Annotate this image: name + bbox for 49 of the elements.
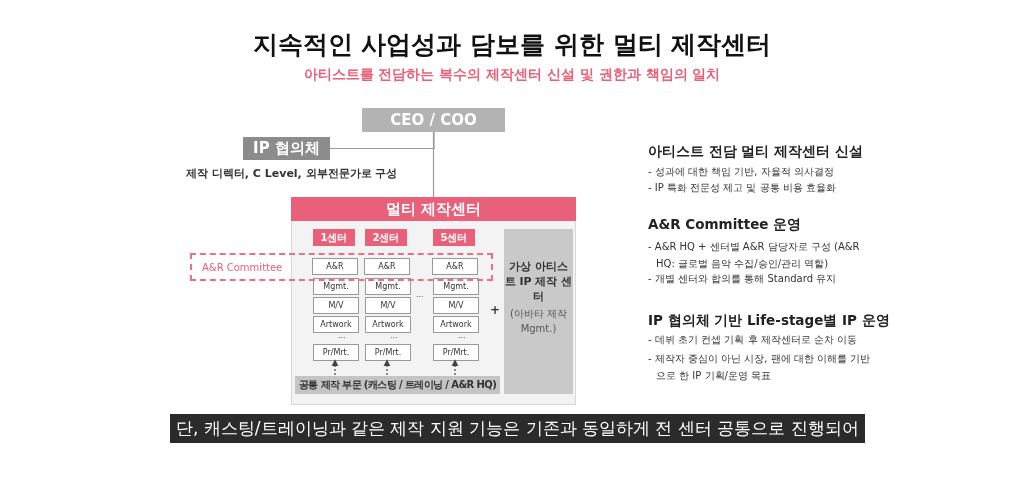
center-header-box: 1센터	[313, 229, 355, 246]
section-heading: IP 협의체 기반 Life-stage별 IP 운영	[648, 312, 890, 330]
bullet-text: - 제작자 중심이 아닌 시장, 팬에 대한 이해를 기반으로 한 IP 기획/운영 목표	[648, 352, 872, 383]
plus-sign: +	[490, 303, 501, 317]
dashed-arrow	[331, 359, 339, 376]
function-box: M/V	[313, 297, 359, 314]
center-header-box: 5센터	[433, 229, 475, 246]
bullet-text: - 개별 센터와 합의를 통해 Standard 유지	[648, 272, 837, 286]
bullet-text: - IP 특화 전문성 제고 및 공통 비용 효율화	[648, 181, 837, 195]
panel-header: 멀티 제작센터	[291, 197, 576, 221]
ellipsis-mark: ...	[338, 331, 346, 340]
title-text: 지속적인 사업성과 담보를 위한 멀티 제작센터	[251, 29, 773, 61]
ellipsis-mark: ...	[458, 331, 466, 340]
function-box: Artwork	[365, 316, 411, 333]
function-box: Pr/Mrt.	[313, 344, 359, 361]
function-box: Artwork	[433, 316, 479, 333]
function-box: A&R	[312, 258, 358, 275]
executive-box: CEO / COO	[362, 108, 505, 132]
dashed-arrow	[451, 359, 459, 376]
section-heading: 아티스트 전담 멀티 제작센터 신설	[648, 143, 863, 161]
function-box: Pr/Mrt.	[365, 344, 411, 361]
function-box: Artwork	[313, 316, 359, 333]
function-box: Mgmt.	[365, 278, 411, 295]
center-header-box: 2센터	[365, 229, 407, 246]
function-box: A&R	[432, 258, 478, 275]
dashed-arrow	[383, 359, 391, 376]
section-heading: A&R Committee 운영	[648, 216, 802, 234]
function-box: M/V	[433, 297, 479, 314]
council-box: IP 협의체	[243, 137, 330, 160]
virtual-center-box	[504, 229, 573, 394]
note-text: (아바타 제작 Mgmt.)	[508, 307, 569, 336]
center-name: 가상 아티스트 IP 제작 센터	[504, 259, 573, 304]
ellipsis-mark: ...	[416, 290, 424, 299]
function-box: Pr/Mrt.	[433, 344, 479, 361]
bullet-text: - A&R HQ + 센터별 A&R 담당자로 구성 (A&R HQ: 글로벌 음악 수집/승인/관리 역할)	[648, 240, 861, 271]
bullet-text: - 데뷔 초기 컨셉 기획 후 제작센터로 순차 이동	[648, 333, 858, 347]
function-box: Mgmt.	[313, 278, 359, 295]
connector-line	[329, 131, 435, 150]
function-box: A&R	[364, 258, 410, 275]
center-panel	[291, 197, 576, 405]
subtitle-text: 아티스트를 전담하는 복수의 제작센터 신설 및 권한과 책임의 일치	[302, 66, 722, 84]
ellipsis-mark: ...	[390, 331, 398, 340]
subtitle-caption: 단, 캐스팅/트레이닝과 같은 제작 지원 기능은 기존과 동일하게 전 센터 공통으로 진행되어	[170, 414, 865, 443]
committee-label: A&R Committee	[202, 261, 283, 273]
bullet-text: - 성과에 대한 책임 기반, 자율적 의사결정	[648, 165, 834, 179]
common-division-bar: 공통 제작 부문 (캐스팅 / 트레이닝 / A&R HQ)	[295, 376, 500, 394]
node-caption: 제작 디렉터, C Level, 외부전문가로 구성	[186, 166, 398, 181]
function-box: M/V	[365, 297, 411, 314]
function-box: Mgmt.	[433, 278, 479, 295]
